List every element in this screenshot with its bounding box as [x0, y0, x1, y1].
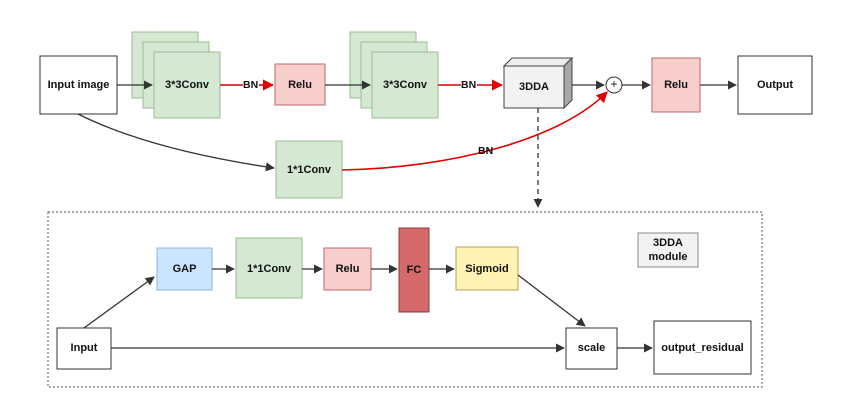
output-label: Output	[757, 79, 793, 91]
edge-input-to-conv1-skip	[77, 113, 275, 172]
module-relu-node: Relu	[323, 247, 372, 291]
conv3-a-label: 3*3Conv	[165, 79, 210, 91]
output-residual-label: output_residual	[661, 342, 744, 354]
module-label-line2: module	[648, 251, 687, 263]
scale-node: scale	[565, 327, 618, 370]
module-label-line1: 3DDA	[653, 237, 683, 249]
input-image-node: Input image	[39, 55, 118, 115]
scale-label: scale	[578, 342, 606, 354]
module-input-label: Input	[71, 342, 98, 354]
fc-label: FC	[407, 264, 422, 276]
gap-label: GAP	[173, 263, 197, 275]
output-residual-node: output_residual	[653, 320, 752, 375]
module-conv1-node: 1*1Conv	[235, 237, 303, 299]
input-image-label: Input image	[48, 79, 110, 91]
dda-module-container	[47, 211, 763, 388]
bn-label-2: BN	[461, 79, 476, 91]
gap-node: GAP	[156, 247, 213, 291]
add-node: +	[605, 76, 623, 94]
output-node: Output	[737, 55, 813, 115]
dda-label: 3DDA	[519, 81, 549, 93]
bn-label-1: BN	[243, 79, 258, 91]
module-label-box: 3DDA module	[637, 232, 699, 268]
module-conv1-label: 1*1Conv	[247, 263, 292, 275]
edge-skip-to-add	[341, 91, 608, 171]
relu-a-node: Relu	[274, 63, 326, 106]
plus-icon: +	[610, 77, 617, 91]
dda-cube-node: 3DDA	[502, 56, 574, 110]
bn-label-skip: BN	[478, 145, 493, 157]
module-relu-label: Relu	[336, 263, 360, 275]
conv1-skip-label: 1*1Conv	[287, 164, 332, 176]
conv3-stack-a: 3*3Conv	[131, 31, 221, 119]
sigmoid-label: Sigmoid	[465, 263, 508, 275]
edge-sigmoid-to-scale	[517, 274, 586, 327]
conv1-skip-node: 1*1Conv	[275, 140, 343, 199]
conv3-b-label: 3*3Conv	[383, 79, 428, 91]
relu-b-label: Relu	[664, 79, 688, 91]
module-input-node: Input	[56, 327, 112, 370]
edge-input-to-gap	[83, 276, 155, 329]
conv3-stack-b: 3*3Conv	[349, 31, 439, 119]
sigmoid-node: Sigmoid	[455, 246, 519, 291]
relu-a-label: Relu	[288, 79, 312, 91]
relu-b-node: Relu	[651, 57, 701, 113]
fc-node: FC	[398, 227, 430, 313]
